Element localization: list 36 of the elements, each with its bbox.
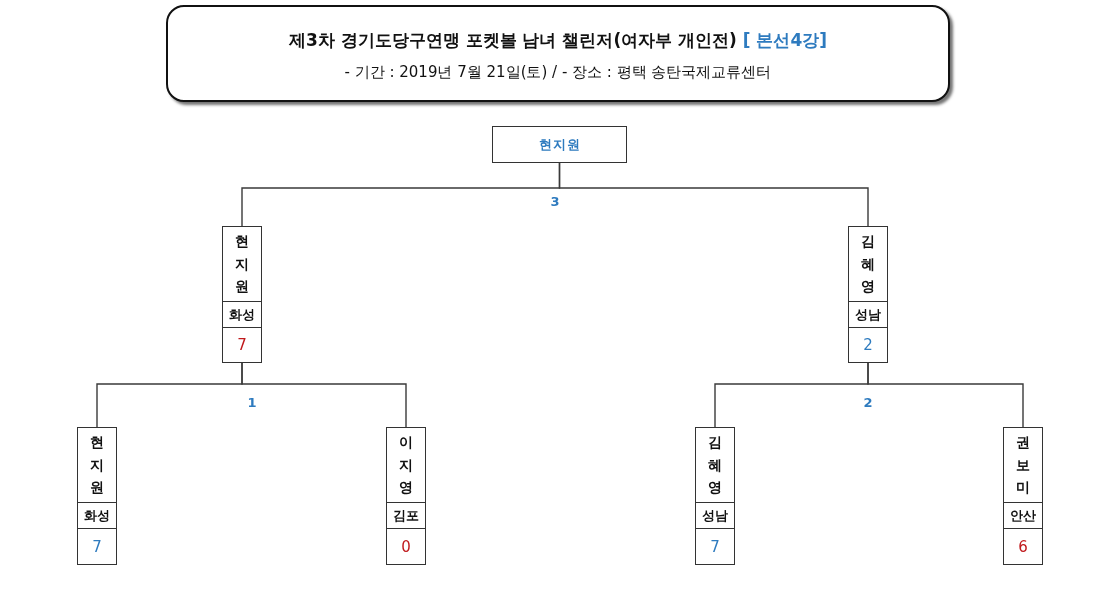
city-name: 성남: [702, 506, 728, 525]
player-name: 김혜영: [708, 433, 722, 498]
player-name: 현지원: [235, 232, 249, 297]
score: 7: [92, 537, 102, 556]
round-label: [ 본선4강]: [742, 29, 828, 52]
title-text: 제3차 경기도당구연맹 포켓볼 남녀 챌린저(여자부 개인전): [288, 29, 737, 52]
score: 2: [863, 336, 873, 354]
player-card: [848, 226, 888, 363]
bracket-line: [867, 362, 1024, 428]
player-name: 권보미: [1016, 433, 1030, 498]
player-card: [77, 427, 117, 565]
bracket-line: [558, 162, 869, 227]
player-card: [1003, 427, 1043, 565]
city-name: 화성: [229, 305, 255, 324]
city-name: 안산: [1010, 506, 1036, 525]
match-number: 1: [247, 396, 257, 410]
player-card: [386, 427, 426, 565]
score: 0: [401, 537, 411, 556]
score: 6: [1018, 537, 1028, 556]
subtitle-text: - 기간 : 2019년 7월 21일(토) / - 장소 : 평택 송탄국제교류센터: [344, 63, 772, 82]
score: 7: [237, 336, 247, 354]
player-name: 현지원: [538, 135, 581, 154]
header-box: [166, 5, 950, 102]
match-number: 2: [863, 396, 873, 410]
player-card: [695, 427, 735, 565]
player-name: 김혜영: [861, 232, 875, 297]
player-name: 이지영: [399, 433, 413, 498]
winner-box: [492, 126, 627, 163]
bracket-line: [241, 362, 407, 428]
player-card: [222, 226, 262, 363]
city-name: 화성: [84, 506, 110, 525]
score: 7: [710, 537, 720, 556]
city-name: 김포: [393, 506, 419, 525]
player-name: 현지원: [90, 433, 104, 498]
match-number: 3: [550, 195, 560, 209]
city-name: 성남: [855, 305, 881, 324]
